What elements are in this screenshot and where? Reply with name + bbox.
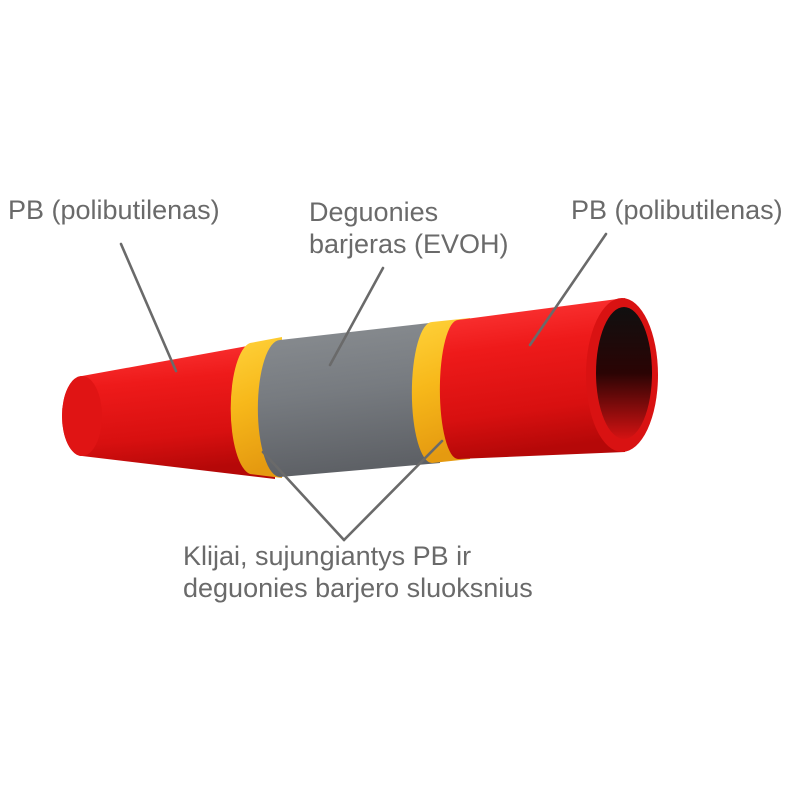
leader-line-pb-right (528, 232, 608, 347)
pipe-opening-inner (596, 307, 652, 439)
label-adhesive-line1: Klijai, sujungiantys PB ir (183, 541, 472, 571)
label-oxygen-barrier-line1: Deguonies (309, 197, 439, 227)
leader-line-pb-left (119, 242, 178, 373)
label-pb-left: PB (polibutilenas) (8, 194, 220, 226)
label-adhesive-line2: deguonies barjero sluoksnius (183, 573, 533, 603)
leader-line-adhesive-left (261, 450, 346, 542)
leader-lines (119, 232, 608, 542)
pb-layer-left-end (62, 376, 102, 456)
pb-layer-left (62, 341, 275, 479)
label-adhesive: Klijai, sujungiantys PB ir deguonies bar… (183, 540, 533, 604)
label-pb-right-text: PB (polibutilenas) (571, 195, 783, 225)
pb-layer-right (439, 298, 625, 459)
label-pb-right: PB (polibutilenas) (571, 194, 783, 226)
label-oxygen-barrier: Deguonies barjeras (EVOH) (309, 196, 509, 260)
evoh-barrier-layer (257, 322, 440, 477)
label-pb-left-text: PB (polibutilenas) (8, 195, 220, 225)
leader-line-barrier (328, 266, 385, 367)
leader-line-adhesive-right (342, 439, 444, 542)
label-oxygen-barrier-line2: barjeras (EVOH) (309, 229, 509, 259)
